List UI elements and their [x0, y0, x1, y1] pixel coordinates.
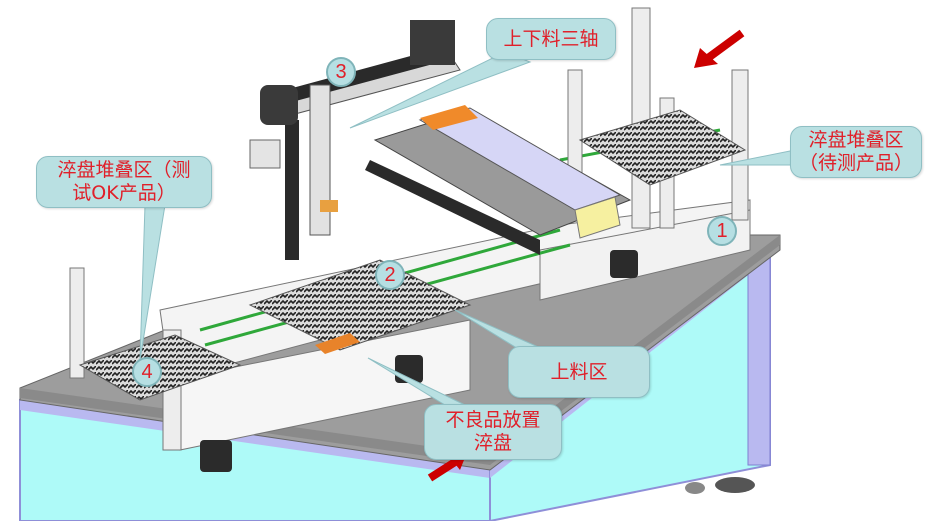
- callout-loading-area-text: 上料区: [550, 360, 608, 383]
- conveyor-module: [365, 105, 632, 255]
- callout-reject-tray-line2: 淬盘: [473, 432, 512, 454]
- marker-1: 1: [707, 216, 737, 246]
- marker-2: 2: [375, 260, 405, 290]
- callout-reject-tray-line1: 不良品放置: [445, 409, 541, 431]
- gantry-3-axis: [249, 20, 461, 260]
- callout-tray-stack-pending-line2: （待测产品）: [798, 152, 913, 174]
- callout-tray-stack-pending-line1: 淬盘堆叠区: [808, 129, 904, 151]
- callout-gantry-text: 上下料三轴: [503, 27, 599, 50]
- input-arrow-icon: [694, 29, 745, 68]
- marker-4: 4: [132, 357, 162, 387]
- callout-tray-stack-pending: 淬盘堆叠区 （待测产品）: [790, 126, 922, 178]
- callout-tray-stack-ok-line2: 试OK产品）: [72, 182, 176, 204]
- callout-gantry-3-axis: 上下料三轴: [486, 18, 616, 60]
- marker-3: 3: [326, 57, 356, 87]
- callout-tray-stack-ok-line1: 淬盘堆叠区（测: [57, 159, 191, 181]
- callout-tray-stack-ok: 淬盘堆叠区（测 试OK产品）: [36, 156, 212, 208]
- callout-reject-tray: 不良品放置 淬盘: [424, 404, 562, 460]
- callout-loading-area: 上料区: [508, 346, 650, 398]
